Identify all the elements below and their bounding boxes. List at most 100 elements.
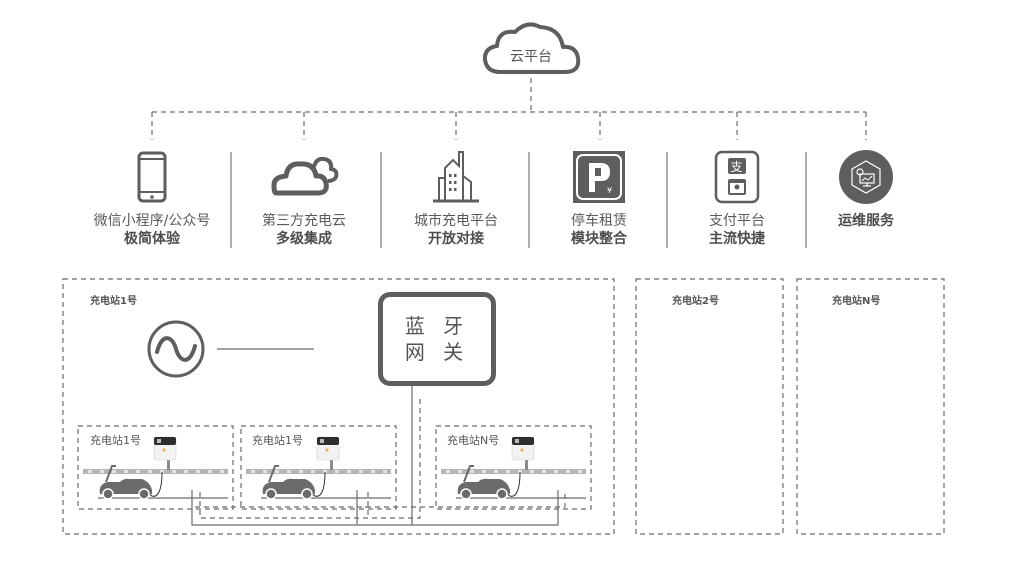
smartphone-icon (137, 151, 167, 203)
rail-segment (208, 470, 212, 473)
service-feature: 运维服务 (838, 213, 894, 229)
svg-text:支: 支 (731, 160, 743, 174)
rail (83, 469, 228, 474)
service-parking: ¥ 停车租赁 模块整合 (524, 148, 674, 248)
rail-segment (311, 470, 315, 473)
substation-box-1 (77, 425, 234, 510)
rail-segment (148, 470, 152, 473)
charger-post (167, 458, 170, 470)
rail-segment (542, 470, 546, 473)
station-n-title: 充电站N号 (832, 296, 881, 307)
operations-service-icon (839, 150, 893, 204)
substation-title: 充电站1号 (252, 434, 303, 447)
rail-segment (335, 470, 339, 473)
rail-segment (383, 470, 387, 473)
substation-title: 充电站N号 (447, 434, 500, 447)
station-2-box (635, 278, 784, 535)
charger-post (525, 458, 528, 470)
rail-segment (494, 470, 498, 473)
rail-segment (112, 470, 116, 473)
service-feature: 模块整合 (571, 231, 627, 247)
station-2-title: 充电站2号 (672, 296, 719, 307)
rail-segment (88, 470, 92, 473)
charger-indicator (520, 448, 524, 452)
scooter-icon (99, 478, 152, 494)
rail-segment (482, 470, 486, 473)
rail-segment (359, 470, 363, 473)
scooter-wheel (138, 488, 150, 500)
charger-indicator (162, 448, 166, 452)
rail-segment (275, 470, 279, 473)
charger-qr (320, 439, 324, 443)
svg-text:¥: ¥ (607, 186, 612, 195)
rail-segment (299, 470, 303, 473)
rail-segment (470, 470, 474, 473)
rail-segment (578, 470, 582, 473)
scooter-handle (463, 465, 474, 483)
station-1-title: 充电站1号 (90, 296, 137, 307)
scooter-wheel (265, 488, 277, 500)
service-feature: 开放对接 (428, 231, 484, 247)
gateway-label-line2: 网 关 (404, 340, 470, 364)
service-third-party-cloud: 第三方充电云 多级集成 (229, 148, 379, 248)
rail (246, 469, 391, 474)
charger-post (330, 458, 333, 470)
scooter-wheel (460, 488, 472, 500)
scooter-wheel (301, 488, 313, 500)
scooter-wheel (102, 488, 114, 500)
rail-segment (347, 470, 351, 473)
substation-title: 充电站1号 (90, 434, 141, 447)
rail-segment (287, 470, 291, 473)
service-payment: 支 支付平台 主流快捷 (662, 148, 812, 248)
rail-segment (518, 470, 522, 473)
rail-segment (554, 470, 558, 473)
rail-segment (566, 470, 570, 473)
rail-segment (184, 470, 188, 473)
rail (441, 469, 586, 474)
service-city-platform: 城市充电平台 开放对接 (381, 148, 531, 248)
service-feature: 极简体验 (124, 231, 180, 247)
rail-segment (172, 470, 176, 473)
scooter-handle (268, 465, 279, 483)
rail-segment (323, 470, 327, 473)
substation-box-3 (435, 425, 592, 510)
cloud-label: 云平台 (510, 49, 552, 65)
scooter-icon (262, 478, 315, 494)
substation-box-2 (240, 425, 397, 510)
cloud-icon (482, 22, 581, 74)
charger-qr (515, 439, 519, 443)
rail-segment (251, 470, 255, 473)
rail-segment (136, 470, 140, 473)
rail-segment (196, 470, 200, 473)
service-name: 停车租赁 (571, 213, 627, 229)
rail-segment (160, 470, 164, 473)
city-building-icon (433, 151, 479, 203)
payment-icon: 支 (714, 150, 760, 204)
station-n-box (796, 278, 945, 535)
rail-segment (220, 470, 224, 473)
ac-source-icon (147, 320, 205, 378)
rail-segment (263, 470, 267, 473)
rail-segment (458, 470, 462, 473)
scooter-icon (457, 478, 510, 494)
rail-segment (100, 470, 104, 473)
charger-indicator (325, 448, 329, 452)
service-name: 第三方充电云 (262, 213, 346, 229)
scooter-handle (105, 465, 116, 483)
charger-qr (157, 439, 161, 443)
service-operations: 运维服务 (791, 148, 941, 230)
service-feature: 多级集成 (276, 231, 332, 247)
service-name: 城市充电平台 (414, 213, 498, 229)
gateway-label-line1: 蓝 牙 (404, 314, 470, 338)
parking-icon: ¥ (573, 151, 625, 203)
rail-segment (506, 470, 510, 473)
service-name: 微信小程序/公众号 (93, 213, 211, 229)
rail-segment (530, 470, 534, 473)
station-1-box (62, 278, 615, 535)
bluetooth-gateway: 蓝 牙 网 关 (378, 292, 496, 386)
rail-segment (124, 470, 128, 473)
service-name: 支付平台 (709, 213, 765, 229)
rail-segment (371, 470, 375, 473)
